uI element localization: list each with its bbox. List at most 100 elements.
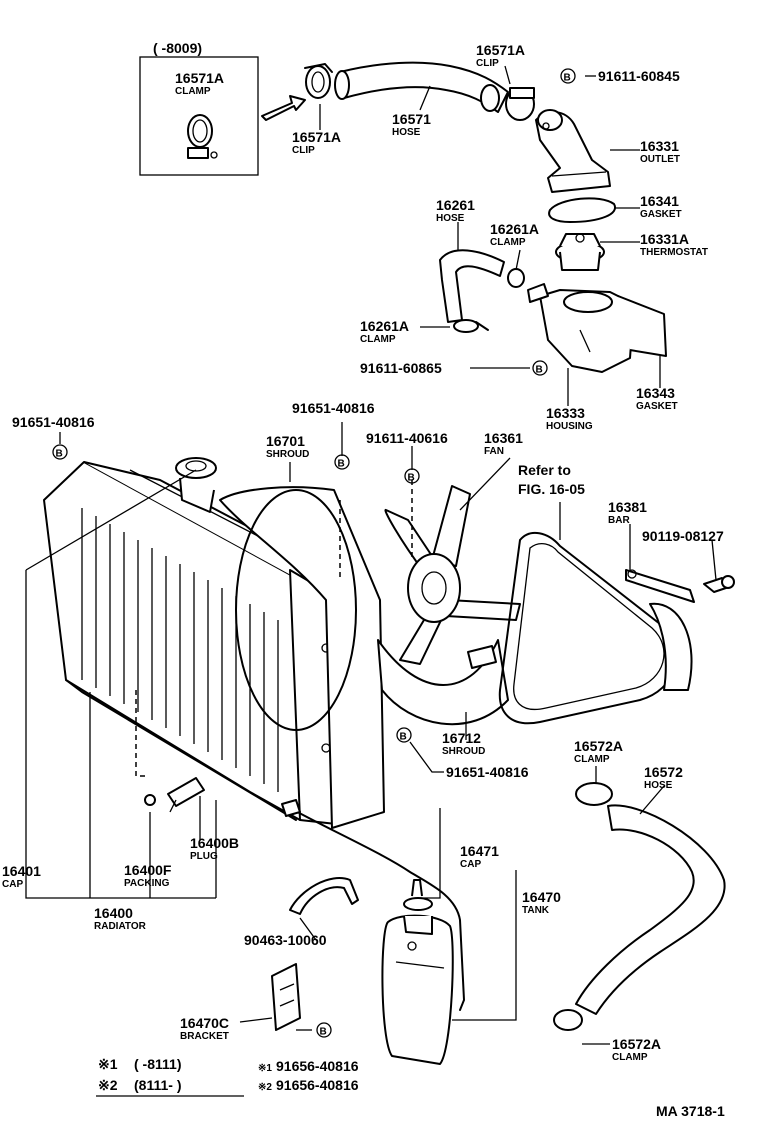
svg-text:B: B — [408, 473, 415, 484]
svg-text:HOSE: HOSE — [436, 213, 465, 224]
svg-text:BAR: BAR — [608, 515, 630, 526]
svg-text:B: B — [564, 73, 571, 84]
svg-text:16470: 16470 — [522, 889, 561, 905]
gasket-drawing — [548, 197, 617, 223]
label-16261A-clamp-lower: 16261A CLAMP — [360, 318, 409, 345]
fan-drawing — [384, 480, 521, 665]
svg-text:PLUG: PLUG — [190, 851, 218, 862]
svg-text:RADIATOR: RADIATOR — [94, 921, 147, 932]
clip-left-drawing — [304, 63, 333, 99]
inset-part-name: CLAMP — [175, 86, 211, 97]
legend-mark-1: ※1 — [98, 1056, 118, 1072]
svg-text:16471: 16471 — [460, 843, 499, 859]
svg-text:Refer to: Refer to — [518, 462, 571, 478]
radiator-drawing — [43, 457, 337, 825]
label-16381-bar: 16381 BAR — [608, 499, 647, 526]
svg-text:16572: 16572 — [644, 764, 683, 780]
legend-mark-2: ※2 — [98, 1077, 118, 1093]
bolt-symbol: B — [52, 444, 68, 460]
label-16400-radiator: 16400 RADIATOR — [94, 905, 147, 932]
inset-arrow — [261, 95, 306, 121]
svg-text:PACKING: PACKING — [124, 878, 170, 889]
svg-text:16341: 16341 — [640, 193, 679, 209]
svg-text:16331A: 16331A — [640, 231, 689, 247]
footnote-mark-1: ※1 — [258, 1063, 272, 1074]
label-91611-40616: 91611-40616 — [366, 430, 448, 446]
svg-text:16361: 16361 — [484, 430, 523, 446]
svg-text:THERMOSTAT: THERMOSTAT — [640, 247, 708, 258]
svg-text:GASKET: GASKET — [640, 209, 682, 220]
label-91611-60865: 91611-60865 — [360, 360, 442, 376]
upper-hose-drawing — [334, 61, 509, 113]
svg-text:CLAMP: CLAMP — [490, 237, 526, 248]
thermostat-drawing — [555, 233, 605, 271]
footnote-number-1: 91656-40816 — [276, 1058, 359, 1074]
bolt-symbol: B — [532, 360, 548, 376]
svg-text:16712: 16712 — [442, 730, 481, 746]
svg-text:16701: 16701 — [266, 433, 305, 449]
svg-text:16261A: 16261A — [360, 318, 409, 334]
label-16571-hose: 16571 HOSE — [392, 111, 431, 138]
label-16400B-plug: 16400B PLUG — [190, 835, 239, 862]
label-90463-10060: 90463-10060 — [244, 932, 327, 948]
bolt-symbol: B — [560, 68, 576, 84]
label-16471-cap: 16471 CAP — [460, 843, 499, 870]
svg-text:16343: 16343 — [636, 385, 675, 401]
label-16261A-clamp: 16261A CLAMP — [490, 221, 539, 248]
label-16333-housing: 16333 HOUSING — [546, 405, 593, 432]
inset-clamp-drawing — [187, 114, 218, 159]
drive-belt-drawing — [498, 531, 678, 725]
clip-top-drawing — [505, 87, 535, 121]
tank-bracket-drawing — [271, 963, 301, 1031]
svg-text:TANK: TANK — [522, 905, 550, 916]
label-16361-fan: 16361 FAN — [484, 430, 523, 457]
bolt-symbol: B — [316, 1022, 332, 1038]
svg-text:CAP: CAP — [460, 859, 481, 870]
label-16712-shroud: 16712 SHROUD — [442, 730, 485, 757]
label-16331-outlet: 16331 OUTLET — [640, 138, 680, 165]
svg-text:CLAMP: CLAMP — [612, 1052, 648, 1063]
label-16343-gasket: 16343 GASKET — [636, 385, 678, 412]
svg-text:16381: 16381 — [608, 499, 647, 515]
svg-text:16470C: 16470C — [180, 1015, 229, 1031]
svg-text:HOSE: HOSE — [644, 780, 673, 791]
legend: ※1 ( -8111) ※2 (8111- ) ※1 91656-40816 ※… — [96, 1056, 359, 1097]
svg-text:B: B — [400, 732, 407, 743]
svg-text:16572A: 16572A — [612, 1036, 661, 1052]
radiator-cap-leader — [25, 570, 216, 899]
svg-text:16261: 16261 — [436, 197, 475, 213]
footnote-number-2: 91656-40816 — [276, 1077, 359, 1093]
label-16571A-clip-top: 16571A CLIP — [476, 42, 525, 69]
label-16401-cap: 16401 CAP — [2, 863, 41, 890]
svg-text:FIG. 16-05: FIG. 16-05 — [518, 481, 585, 497]
water-outlet-drawing — [535, 109, 611, 193]
overflow-tube-drawing — [289, 807, 465, 1011]
svg-text:16571: 16571 — [392, 111, 431, 127]
svg-text:SHROUD: SHROUD — [442, 746, 485, 757]
svg-text:B: B — [338, 459, 345, 470]
bolt-symbol: B — [334, 454, 350, 470]
svg-text:CLIP: CLIP — [476, 58, 499, 69]
inset-part-number: 16571A — [175, 70, 224, 86]
svg-text:OUTLET: OUTLET — [640, 154, 680, 165]
diagram-code: MA 3718-1 — [656, 1103, 725, 1119]
bypass-hose-drawing — [439, 249, 525, 333]
part-labels: 16571A CLIP 91611-60845 16571 HOSE 16571… — [2, 42, 724, 1063]
svg-text:B: B — [320, 1027, 327, 1038]
svg-text:16571A: 16571A — [476, 42, 525, 58]
legend-range-1: ( -8111) — [134, 1056, 181, 1072]
svg-text:BRACKET: BRACKET — [180, 1031, 229, 1042]
label-16400F-packing: 16400F PACKING — [124, 862, 172, 889]
label-16572A-clamp-top: 16572A CLAMP — [574, 738, 623, 765]
svg-text:16572A: 16572A — [574, 738, 623, 754]
svg-text:HOUSING: HOUSING — [546, 421, 593, 432]
inset-range: ( -8009) — [153, 40, 202, 56]
label-16341-gasket: 16341 GASKET — [640, 193, 682, 220]
water-inlet-housing-drawing — [527, 283, 667, 373]
svg-text:HOSE: HOSE — [392, 127, 421, 138]
bolt-symbol: B — [404, 468, 420, 484]
label-90119-08127: 90119-08127 — [642, 528, 724, 544]
svg-text:SHROUD: SHROUD — [266, 449, 309, 460]
bolt-symbols: B B B B B B B — [52, 68, 576, 1038]
